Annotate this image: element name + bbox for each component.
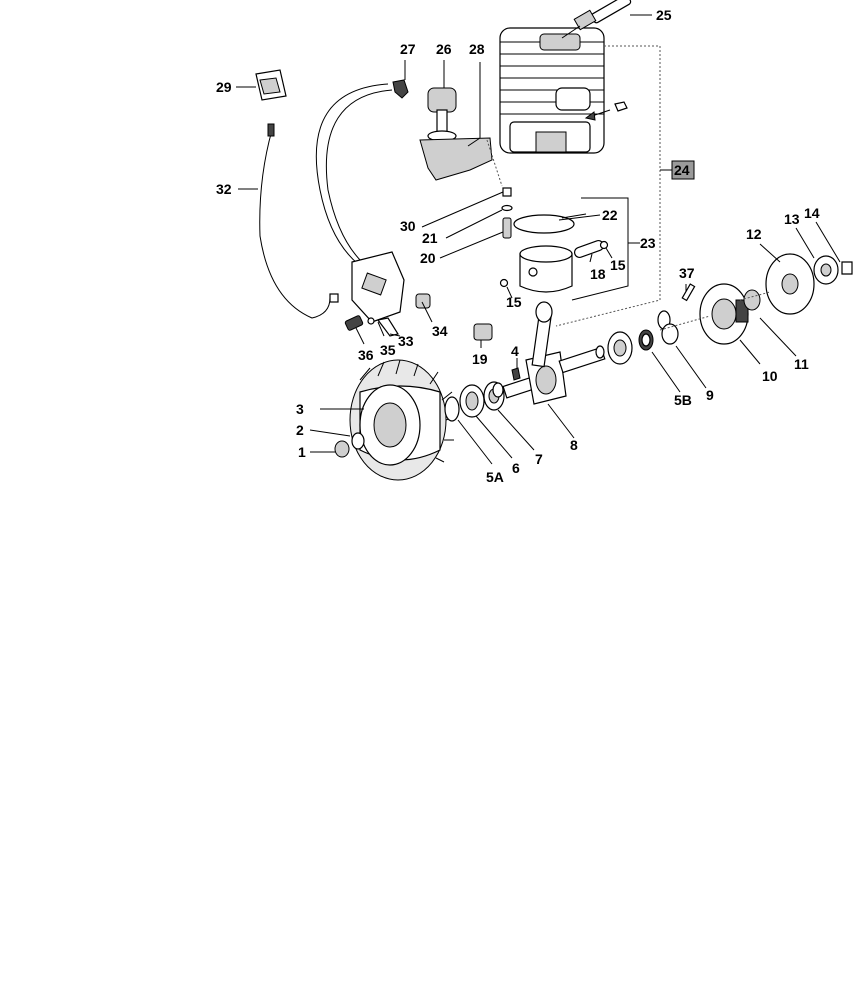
callout-7: 7 — [535, 451, 543, 467]
callout-20: 20 — [420, 250, 436, 266]
callout-19: 19 — [472, 351, 488, 367]
spark-plug-drawing — [561, 0, 632, 39]
hardware-drawing — [344, 293, 493, 341]
callout-14: 14 — [804, 205, 820, 221]
callout-32: 32 — [216, 181, 232, 197]
callout-33: 33 — [398, 333, 414, 349]
callout-25: 25 — [656, 7, 672, 23]
callout-30: 30 — [400, 218, 416, 234]
callout-21: 21 — [422, 230, 438, 246]
callout-35: 35 — [380, 342, 396, 358]
callout-18: 18 — [590, 266, 606, 282]
intake-drawing — [392, 62, 503, 187]
callout-37: 37 — [679, 265, 695, 281]
callout-11: 11 — [794, 356, 809, 372]
callout-12: 12 — [746, 226, 762, 242]
callout-23: 23 — [640, 235, 656, 251]
piston-drawing — [499, 187, 609, 293]
leader-lines — [236, 14, 841, 465]
callout-10: 10 — [762, 368, 778, 384]
callout-5a: 5A — [486, 469, 504, 485]
callout-3: 3 — [296, 401, 304, 417]
callout-15-top: 15 — [610, 257, 626, 273]
callout-8: 8 — [570, 437, 578, 453]
callout-15-bottom: 15 — [506, 294, 522, 310]
callout-9: 9 — [706, 387, 714, 403]
callout-29: 29 — [216, 79, 232, 95]
callout-34: 34 — [432, 323, 448, 339]
cylinder-drawing — [499, 27, 628, 154]
ignition-drawing — [259, 83, 405, 337]
callout-2: 2 — [296, 422, 304, 438]
callout-24: 24 — [674, 162, 690, 178]
flywheel-drawing — [334, 359, 457, 481]
callout-1: 1 — [298, 444, 306, 460]
callout-27: 27 — [400, 41, 416, 57]
callout-22: 22 — [602, 207, 618, 223]
callout-5b: 5B — [674, 392, 692, 408]
switch-drawing — [255, 69, 287, 101]
callout-13: 13 — [784, 211, 800, 227]
crankshaft-drawing — [444, 301, 654, 422]
callout-24-box — [671, 160, 695, 180]
callout-6: 6 — [512, 460, 520, 476]
clutch-drawing — [657, 253, 853, 345]
callout-4: 4 — [511, 343, 519, 359]
callout-28: 28 — [469, 41, 485, 57]
callout-26: 26 — [436, 41, 452, 57]
callout-36: 36 — [358, 347, 374, 363]
callout-labels: 1 2 3 4 5A 5B 6 7 8 9 10 11 12 13 14 15 … — [216, 7, 820, 485]
